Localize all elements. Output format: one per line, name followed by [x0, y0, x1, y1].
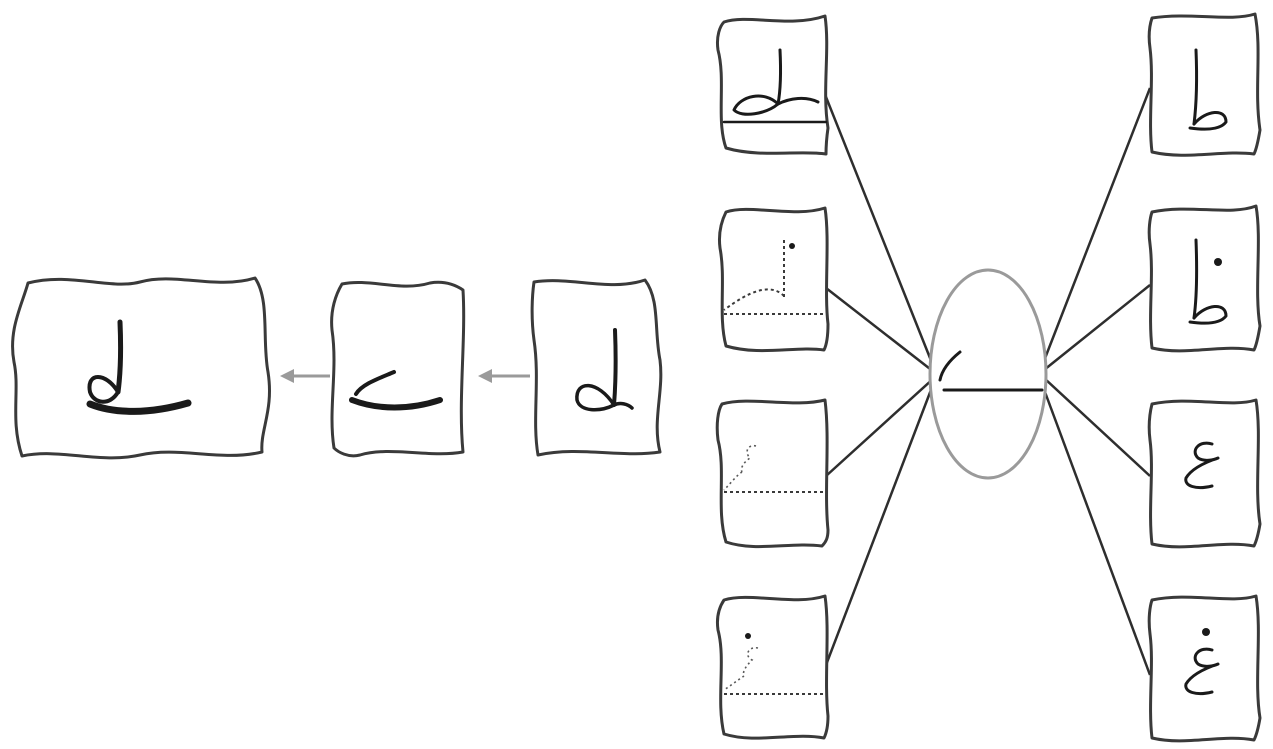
card-frame [1147, 12, 1262, 157]
flow-arrow-2 [280, 369, 330, 383]
card-frame [716, 594, 830, 740]
variant-dotted-za [718, 206, 830, 353]
card-frame [330, 280, 466, 458]
shared-component-ellipse [928, 268, 1048, 480]
variant-dotted-ain [715, 398, 830, 549]
variant-ta-underline [716, 14, 830, 156]
glyph-ta [575, 328, 634, 412]
pipeline-stage-stroke-body [330, 280, 466, 458]
card-frame [716, 14, 830, 156]
flow-arrow-1 [478, 369, 530, 383]
variant-dotted-ghain [716, 594, 830, 740]
shared-component [928, 268, 1048, 480]
card-frame [1147, 398, 1262, 549]
card-frame [530, 278, 663, 457]
letter-ain [1147, 398, 1262, 549]
letter-ghain [1147, 594, 1262, 743]
letter-za [1147, 204, 1262, 353]
connectors-left [822, 91, 936, 666]
card-frame [1147, 204, 1262, 353]
card-frame [11, 276, 271, 460]
glyph-body-stroke [349, 370, 443, 411]
letter-ta [1147, 12, 1262, 157]
card-frame [715, 398, 830, 549]
connectors-right [1040, 87, 1152, 676]
glyph-base-stroke [938, 350, 1044, 392]
card-frame [718, 206, 830, 353]
pipeline-stage-input-ta [530, 278, 663, 457]
glyph-ta-calligraphic [86, 319, 192, 415]
pipeline-stage-rendered-ta [11, 276, 271, 460]
